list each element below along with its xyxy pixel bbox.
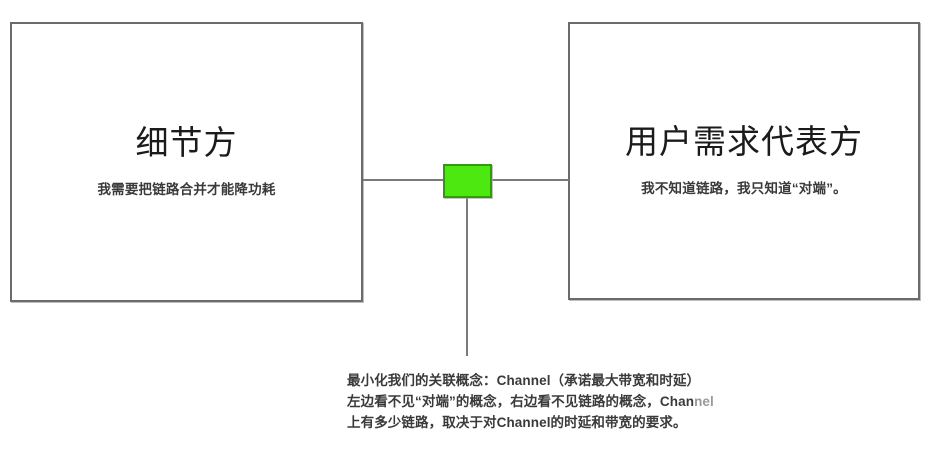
node-right-content: 用户需求代表方 我不知道链路，我只知道“对端”。	[570, 123, 918, 199]
connector-line-down	[466, 197, 468, 356]
caption-line-3: 上有多少链路，取决于对Channel的时延和带宽的要求。	[347, 415, 687, 430]
caption-line-2: 左边看不见“对端”的概念，右边看不见链路的概念，Channel	[347, 391, 927, 412]
caption-line-1: 最小化我们的关联概念：Channel（承诺最大带宽和时延）	[347, 373, 701, 388]
node-left-title: 细节方	[135, 124, 238, 162]
connector-line-right	[491, 179, 569, 181]
node-left-content: 细节方 我需要把链路合并才能降功耗	[12, 124, 361, 200]
caption-block: 最小化我们的关联概念：Channel（承诺最大带宽和时延） 左边看不见“对端”的…	[347, 370, 927, 433]
node-right-title: 用户需求代表方	[625, 123, 863, 161]
node-box-left[interactable]: 细节方 我需要把链路合并才能降功耗	[10, 22, 363, 302]
node-right-subtitle: 我不知道链路，我只知道“对端”。	[641, 181, 847, 197]
node-left-subtitle: 我需要把链路合并才能降功耗	[97, 182, 276, 198]
node-box-right[interactable]: 用户需求代表方 我不知道链路，我只知道“对端”。	[568, 22, 920, 300]
channel-node[interactable]	[443, 164, 492, 198]
caption-line-2-head: 左边看不见“对端”的概念，右边看不见链路的概念，Chan	[347, 394, 695, 409]
connector-line-left	[363, 179, 444, 181]
caption-line-2-tail: nel	[694, 394, 714, 409]
